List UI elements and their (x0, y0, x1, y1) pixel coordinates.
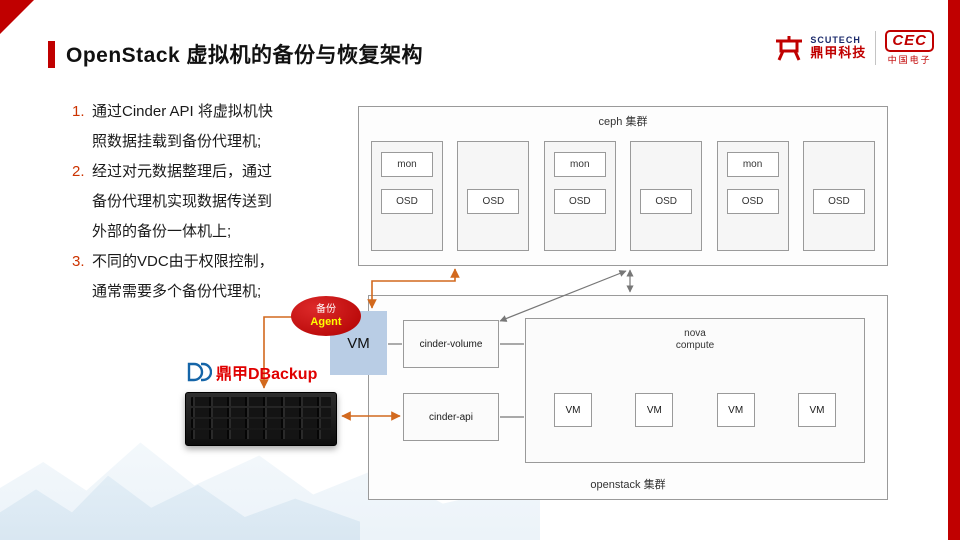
dbackup-brand: 鼎甲DBackup (186, 360, 317, 384)
cinder-api-box: cinder-api (403, 393, 499, 441)
cec-logo: CEC 中国电子 (885, 30, 934, 66)
server-drive-row (191, 430, 331, 439)
note-item-2: 2. 经过对元数据整理后，通过 备份代理机实现数据传送到 外部的备份一体机上; (72, 157, 324, 247)
note-number: 2. (72, 163, 85, 180)
note-line: 照数据挂载到备份代理机; (92, 133, 262, 150)
osd-box: OSD (467, 189, 520, 214)
osd-box: OSD (726, 189, 779, 214)
osd-box: OSD (640, 189, 693, 214)
badge-line1: 备份 (316, 303, 336, 315)
server-drive-row (191, 419, 331, 428)
cec-en-label: CEC (892, 32, 927, 49)
scutech-en-label: SCUTECH (810, 35, 861, 46)
note-line: 通过Cinder API 将虚拟机快 (92, 103, 273, 120)
page-title: OpenStack 虚拟机的备份与恢复架构 (66, 44, 424, 67)
ceph-node: mon OSD (543, 141, 616, 251)
note-number: 1. (72, 103, 85, 120)
logo-divider (875, 31, 877, 65)
ceph-cluster-box: ceph 集群 mon OSD OSD mon OSD OSD mon OSD … (358, 106, 888, 266)
ceph-node: OSD (802, 141, 875, 251)
note-text: 经过对元数据整理后，通过 备份代理机实现数据传送到 外部的备份一体机上; (92, 157, 324, 247)
title-accent-bar (48, 40, 55, 68)
dbackup-logo-icon (187, 362, 212, 382)
ceph-cluster-label: ceph 集群 (598, 116, 648, 128)
note-line: 备份代理机实现数据传送到 (92, 193, 273, 210)
right-edge-red-stripe (948, 0, 960, 540)
corner-triangle-decoration (0, 0, 34, 34)
ceph-node: mon OSD (716, 141, 789, 251)
note-line: 经过对元数据整理后，通过 (92, 163, 273, 180)
osd-box: OSD (381, 189, 433, 214)
cinder-volume-box: cinder-volume (403, 320, 499, 368)
note-number: 3. (72, 253, 85, 270)
scutech-emblem-icon (776, 36, 803, 61)
vm-box: VM (554, 393, 592, 427)
scutech-cn-label: 鼎甲科技 (810, 44, 867, 60)
mon-box: mon (381, 152, 433, 177)
note-item-1: 1. 通过Cinder API 将虚拟机快 照数据挂载到备份代理机; (72, 97, 324, 157)
nova-vm-row: VM VM VM VM (554, 393, 836, 427)
scutech-logo: SCUTECH 鼎甲科技 (773, 34, 866, 62)
note-line: 通常需要多个备份代理机; (92, 283, 262, 300)
note-item-3: 3. 不同的VDC由于权限控制， 通常需要多个备份代理机; (72, 247, 324, 307)
note-line: 不同的VDC由于权限控制， (92, 253, 274, 270)
ceph-node-row: mon OSD OSD mon OSD OSD mon OSD OSD (371, 141, 875, 251)
dbackup-label: 鼎甲DBackup (216, 366, 318, 383)
notes-list: 1. 通过Cinder API 将虚拟机快 照数据挂载到备份代理机; 2. 经过… (72, 97, 324, 307)
vm-box: VM (797, 393, 836, 427)
note-text: 不同的VDC由于权限控制， 通常需要多个备份代理机; (92, 247, 324, 307)
nova-label-line1: nova (684, 328, 706, 339)
cec-cn-label: 中国电子 (887, 55, 932, 65)
openstack-cluster-label: openstack 集群 (590, 479, 666, 491)
nova-compute-label: nova compute (526, 328, 864, 352)
vm-box: VM (716, 393, 755, 427)
nova-label-line2: compute (675, 340, 715, 351)
osd-box: OSD (553, 189, 606, 214)
backup-appliance-server (185, 392, 337, 446)
server-drive-row (191, 397, 331, 406)
badge-line2: Agent (310, 315, 342, 328)
cec-logo-border: CEC (885, 30, 934, 52)
vm-box: VM (635, 393, 674, 427)
slide-header: OpenStack 虚拟机的备份与恢复架构 (48, 39, 423, 69)
ceph-node: mon OSD (371, 141, 443, 251)
backup-agent-badge: 备份 Agent (291, 296, 361, 336)
mon-box: mon (553, 152, 606, 177)
ceph-node: OSD (630, 141, 703, 251)
mon-box: mon (726, 152, 779, 177)
logo-area: SCUTECH 鼎甲科技 CEC 中国电子 (773, 30, 934, 66)
note-text: 通过Cinder API 将虚拟机快 照数据挂载到备份代理机; (92, 97, 324, 157)
scutech-logo-text: SCUTECH 鼎甲科技 (810, 35, 866, 60)
ceph-node: OSD (457, 141, 530, 251)
server-drive-row (191, 408, 331, 417)
nova-compute-box: nova compute VM VM VM VM (525, 318, 865, 463)
osd-box: OSD (812, 189, 865, 214)
note-line: 外部的备份一体机上; (92, 223, 232, 240)
